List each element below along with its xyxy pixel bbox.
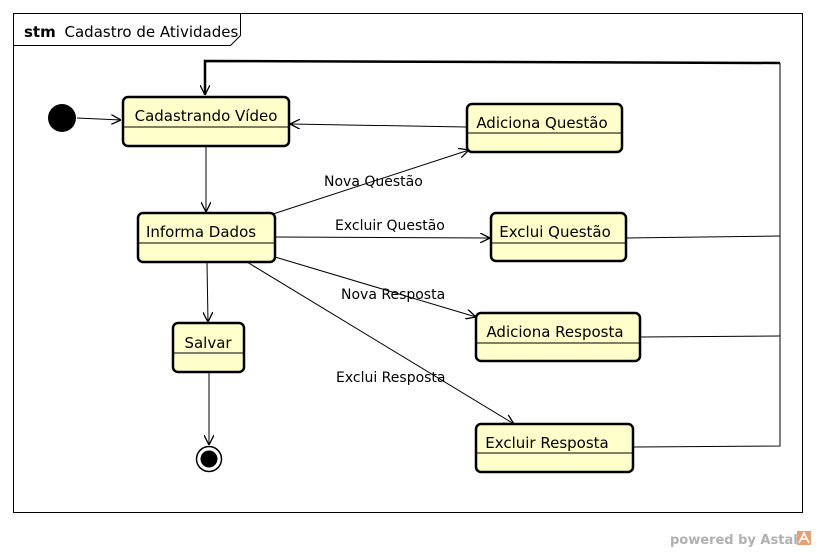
frame-keyword: stm [24, 23, 56, 41]
state-adiciona-resposta: Adiciona Resposta [474, 311, 642, 363]
frame-name: Cadastro de Atividades [65, 23, 239, 41]
initial-state [48, 104, 76, 132]
edge-informa-to-salvar [207, 262, 208, 322]
state-exclui-questao: Exclui Questão [489, 211, 628, 263]
edge-adiciona-questao-to-cadastrando [290, 124, 467, 127]
state-label-salvar: Salvar [184, 334, 232, 352]
frame-tab [13, 13, 241, 46]
edge-excluir-resposta-return [632, 63, 781, 448]
state-salvar: Salvar [171, 321, 246, 374]
edge-exclui-questao-return [625, 235, 781, 239]
edge-initial-to-cadastrando [76, 118, 121, 120]
label-exclui-resposta: Exclui Resposta [336, 370, 446, 386]
state-label-adiciona-questao: Adiciona Questão [476, 114, 607, 132]
label-nova-questao: Nova Questão [324, 174, 423, 190]
astah-logo-icon [797, 531, 811, 545]
state-label-excluir-resposta: Excluir Resposta [485, 434, 609, 452]
diagram-frame [13, 13, 803, 513]
state-label-informa-dados: Informa Dados [146, 223, 256, 241]
state-cadastrando-video: Cadastrando Vídeo [121, 95, 291, 148]
edge-informa-to-exclui-questao [275, 237, 490, 238]
label-excluir-questao: Excluir Questão [335, 218, 445, 234]
state-excluir-resposta: Excluir Resposta [474, 422, 635, 474]
label-nova-resposta: Nova Resposta [341, 287, 445, 303]
state-adiciona-questao: Adiciona Questão [465, 102, 624, 154]
edge-informa-to-adiciona-questao [272, 150, 469, 215]
edge-adiciona-resposta-return [640, 335, 781, 338]
edge-informa-to-adiciona-resposta [274, 256, 476, 317]
state-label-cadastrando-video: Cadastrando Vídeo [135, 107, 278, 125]
frame-title: stm Cadastro de Atividades [24, 23, 238, 41]
state-label-exclui-questao: Exclui Questão [499, 223, 611, 241]
final-state-inner [200, 450, 218, 468]
state-informa-dados: Informa Dados [136, 211, 277, 264]
edge-informa-to-excluir-resposta [246, 261, 514, 424]
edge-return-to-cadastrando [205, 59, 781, 95]
watermark-text: powered by Astah [670, 533, 802, 548]
state-label-adiciona-resposta: Adiciona Resposta [486, 323, 623, 341]
